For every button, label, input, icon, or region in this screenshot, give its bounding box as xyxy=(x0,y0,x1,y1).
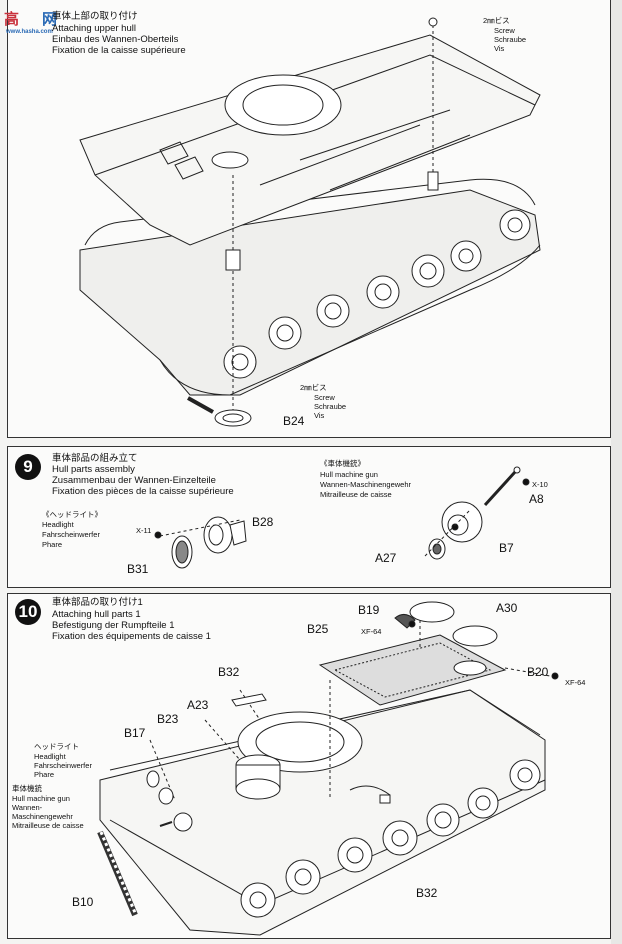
step9-mg-en: Hull machine gun xyxy=(320,470,378,479)
step-8-panel xyxy=(7,0,611,438)
part-b24: B24 xyxy=(283,414,305,428)
step8-title-de: Einbau des Wannen-Oberteils xyxy=(52,34,179,45)
step10-mg-de-2: Maschinengewehr xyxy=(12,812,73,821)
step-10-panel xyxy=(7,593,611,939)
step9-headlight-fr: Phare xyxy=(42,540,63,549)
step10-title-fr: Fixation des équipements de caisse 1 xyxy=(52,631,211,642)
step9-mg-de: Wannen-Maschinengewehr xyxy=(320,480,412,489)
part-a30: A30 xyxy=(496,601,518,615)
step10-title-jp: 車体部品の取り付け1 xyxy=(52,597,143,608)
part-b25: B25 xyxy=(307,622,329,636)
part-b20: B20 xyxy=(527,665,549,679)
part-a23: A23 xyxy=(187,698,209,712)
watermark-url: www.hasha.com xyxy=(6,29,53,35)
screw-bottom-de: Schraube xyxy=(314,402,347,411)
part-a27: A27 xyxy=(375,551,397,565)
part-b10: B10 xyxy=(72,895,94,909)
watermark-char-right: 网 xyxy=(42,11,58,28)
step9-title-de: Zusammenbau der Wannen-Einzelteile xyxy=(52,475,216,486)
watermark-char-left: 高 xyxy=(4,11,20,28)
screw-bottom-fr: Vis xyxy=(314,411,325,420)
screw-top-en: Screw xyxy=(494,26,515,35)
step10-title-de: Befestigung der Rumpfteile 1 xyxy=(52,620,175,631)
step10-title-en: Attaching hull parts 1 xyxy=(52,609,141,620)
part-b32-bottom: B32 xyxy=(416,886,438,900)
step9-mg-fr: Mitrailleuse de caisse xyxy=(320,490,392,499)
part-b23: B23 xyxy=(157,712,179,726)
step9-title-jp: 車体部品の組み立て xyxy=(52,453,138,464)
step8-title-fr: Fixation de la caisse supérieure xyxy=(52,45,186,56)
page-edge xyxy=(611,0,622,944)
step9-headlight-de: Fahrscheinwerfer xyxy=(42,530,100,539)
paint-xf64-b: XF-64 xyxy=(565,678,586,687)
step-9-panel xyxy=(7,446,611,588)
step9-headlight-en: Headlight xyxy=(42,520,74,529)
part-b28: B28 xyxy=(252,515,274,529)
screw-top-jp: 2㎜ビス xyxy=(483,16,510,25)
step-9-number: 9 xyxy=(15,454,41,480)
step9-title-fr: Fixation des pièces de la caisse supérie… xyxy=(52,486,234,497)
screw-top-de: Schraube xyxy=(494,35,527,44)
part-b31: B31 xyxy=(127,562,149,576)
step10-mg-en: Hull machine gun xyxy=(12,794,70,803)
paint-xf64-a: XF-64 xyxy=(361,627,382,636)
step10-mg-de-1: Wannen- xyxy=(12,803,43,812)
part-b32-top: B32 xyxy=(218,665,240,679)
step9-mg-jp: 《車体機銃》 xyxy=(320,459,365,468)
screw-top-fr: Vis xyxy=(494,44,505,53)
step9-headlight-jp: 《ヘッドライト》 xyxy=(42,510,102,519)
step-10-number: 10 xyxy=(15,599,41,625)
step9-title-en: Hull parts assembly xyxy=(52,464,135,475)
step10-headlight-fr: Phare xyxy=(34,770,55,779)
step10-headlight-en: Headlight xyxy=(34,752,66,761)
paint-x11: X-11 xyxy=(136,526,152,535)
step10-mg-fr: Mitrailleuse de caisse xyxy=(12,821,84,830)
watermark-logo: 高 网 www.hasha.com xyxy=(4,6,64,35)
paint-x10: X-10 xyxy=(532,480,548,489)
part-b17: B17 xyxy=(124,726,146,740)
screw-bottom-en: Screw xyxy=(314,393,335,402)
part-a8: A8 xyxy=(529,492,544,506)
part-b7: B7 xyxy=(499,541,514,555)
step10-headlight-de: Fahrscheinwerfer xyxy=(34,761,92,770)
part-b19: B19 xyxy=(358,603,380,617)
step8-title-en: Attaching upper hull xyxy=(52,23,136,34)
step10-headlight-jp: ヘッドライト xyxy=(34,742,79,751)
step8-title-jp: 車体上部の取り付け xyxy=(52,11,138,22)
step10-mg-jp: 車体機銃 xyxy=(12,784,42,793)
screw-bottom-jp: 2㎜ビス xyxy=(300,383,327,392)
